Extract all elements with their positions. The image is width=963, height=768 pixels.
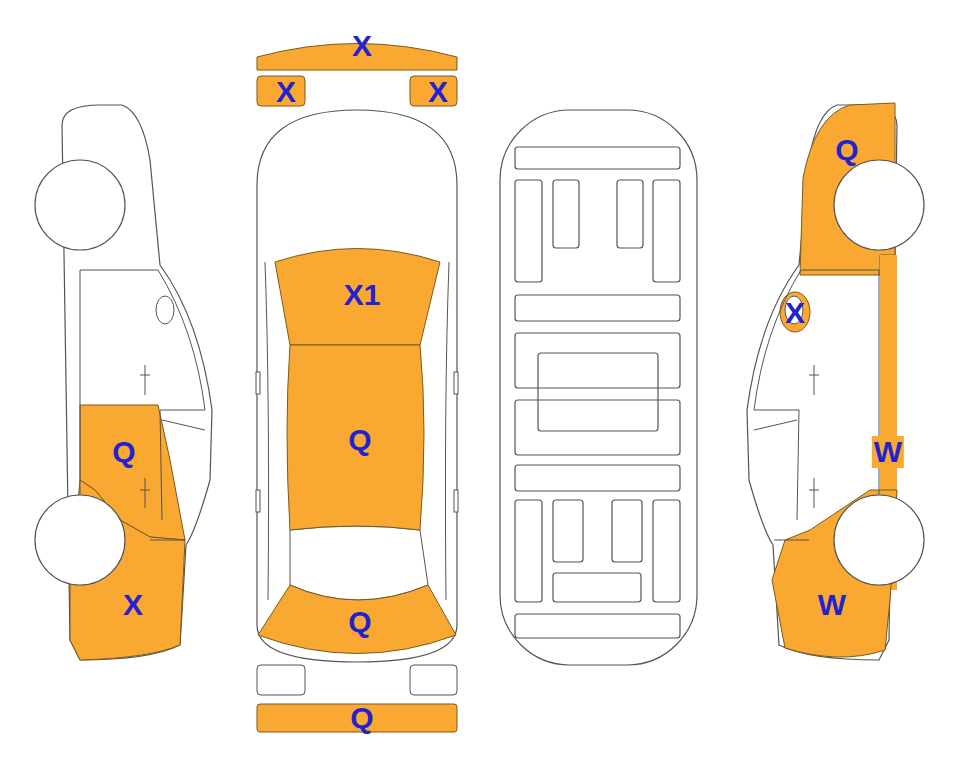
- top-view-body: [257, 110, 457, 662]
- top-view-details: [256, 262, 458, 600]
- underside-view: [500, 110, 697, 665]
- damage-code: X: [276, 77, 296, 107]
- panel-fill: [780, 292, 810, 332]
- damage-code: X: [428, 77, 448, 107]
- damage-panel: X: [255, 30, 459, 72]
- panel-fill: [257, 704, 457, 732]
- panel-fill: [772, 490, 897, 657]
- rear-window: [290, 526, 428, 600]
- panel-fill: [275, 249, 440, 346]
- panel-fill: [287, 345, 424, 530]
- left-side-details: [35, 160, 205, 585]
- damage-code: X: [352, 31, 372, 61]
- tail-lamp: [410, 665, 457, 695]
- damage-code: Q: [112, 437, 135, 467]
- damage-code: Q: [835, 135, 858, 165]
- panel-shape: [798, 101, 897, 277]
- panel-shape: [770, 488, 897, 666]
- tail-lamp: [257, 665, 305, 695]
- damage-panel: Q: [256, 583, 457, 663]
- damage-panel: Q: [255, 702, 459, 734]
- panel-shape: [68, 478, 188, 662]
- damage-code: X1: [344, 280, 381, 310]
- right-side-details: [754, 160, 924, 585]
- panel-fill: [800, 103, 895, 275]
- damage-panel: W: [770, 488, 897, 666]
- damage-code: W: [818, 590, 846, 620]
- damage-code: Q: [350, 703, 373, 733]
- damage-panel: X: [408, 74, 459, 108]
- panel-fill: [410, 76, 457, 106]
- panel-fill: [258, 585, 456, 654]
- damage-code: X: [123, 590, 143, 620]
- damage-code: Q: [348, 425, 371, 455]
- damage-panel: X: [68, 478, 188, 662]
- damage-panel: Q: [283, 343, 430, 532]
- panel-fill: [70, 480, 185, 660]
- damage-code: X: [785, 298, 805, 328]
- damage-panel: X: [255, 74, 307, 108]
- damage-panel: X: [778, 290, 812, 334]
- damage-panel: Q: [798, 101, 897, 277]
- panel-fill: [257, 76, 305, 106]
- damage-code: W: [872, 436, 904, 468]
- left-side-body: [62, 105, 212, 660]
- damage-code: Q: [348, 607, 371, 637]
- damage-panel: X1: [273, 240, 442, 347]
